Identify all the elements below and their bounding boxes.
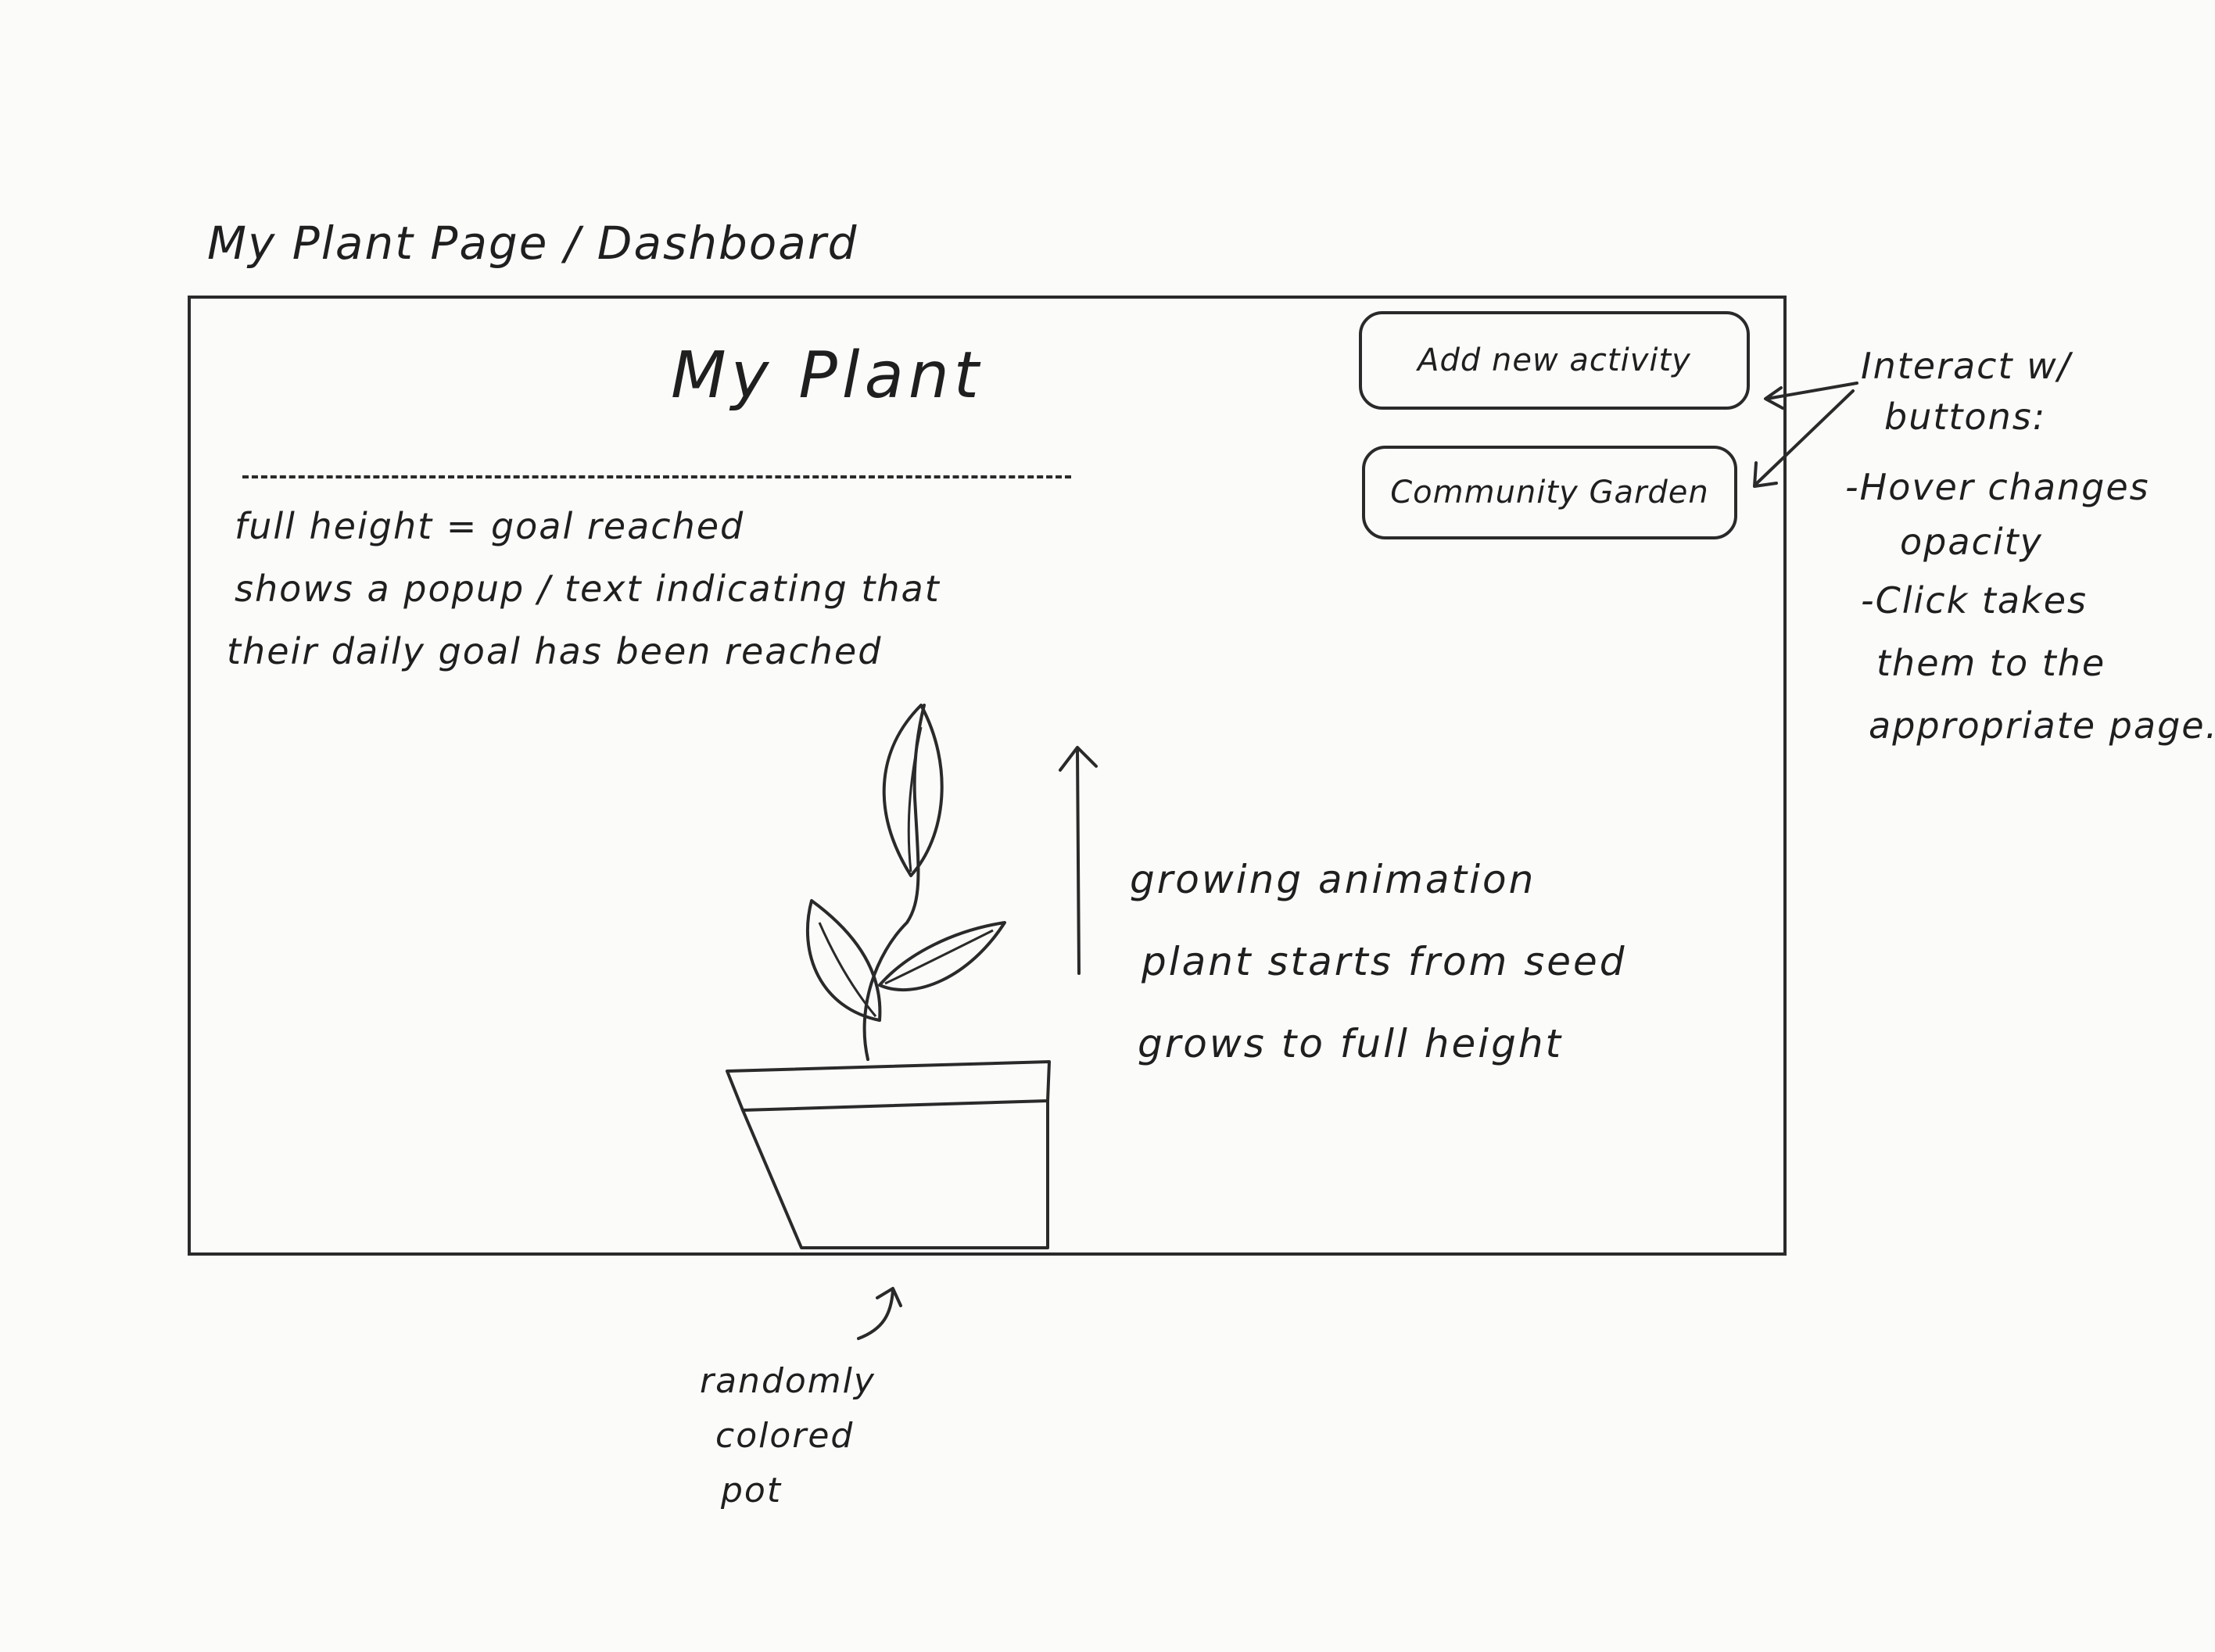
pot-pointer-arrow-icon [857,1287,902,1340]
pot-rim [726,1060,1051,1112]
left-leaf [805,899,882,1022]
right-leaf [878,921,1006,992]
top-leaf [882,704,944,877]
community-garden-button[interactable]: Community Garden [1362,446,1737,539]
growth-arrow-up-icon [1059,746,1098,975]
button-note-line-1: Interact w/ [1861,345,2072,387]
page-heading: My Plant Page / Dashboard [207,217,858,270]
goal-note-line-1: full height = goal reached [235,505,745,547]
button-note-line-4: opacity [1900,521,2043,563]
pot-note-line-1: randomly [700,1361,876,1401]
button-pointer-arrows [1753,382,1858,488]
dashboard-frame [188,296,1787,1256]
title-divider [242,475,1071,478]
button-note-line-6: them to the [1876,642,2106,684]
button-note-line-5: -Click takes [1861,579,2088,622]
button-note-line-3: -Hover changes [1845,466,2150,508]
growth-note-line-1: growing animation [1130,857,1536,902]
growth-note-line-3: grows to full height [1138,1021,1564,1066]
pot-body [741,1101,1049,1249]
plant-title: My Plant [671,339,984,413]
pot-note-line-3: pot [721,1471,783,1510]
add-activity-button[interactable]: Add new activity [1359,311,1750,410]
growth-note-line-2: plant starts from seed [1142,939,1627,984]
button-note-line-7: appropriate page. [1869,704,2215,747]
pot-note-line-2: colored [715,1416,855,1456]
button-note-line-2: buttons: [1884,396,2047,438]
goal-note-line-3: their daily goal has been reached [227,630,883,672]
plant-pot-illustration [726,704,1051,1249]
goal-note-line-2: shows a popup / text indicating that [235,568,941,610]
